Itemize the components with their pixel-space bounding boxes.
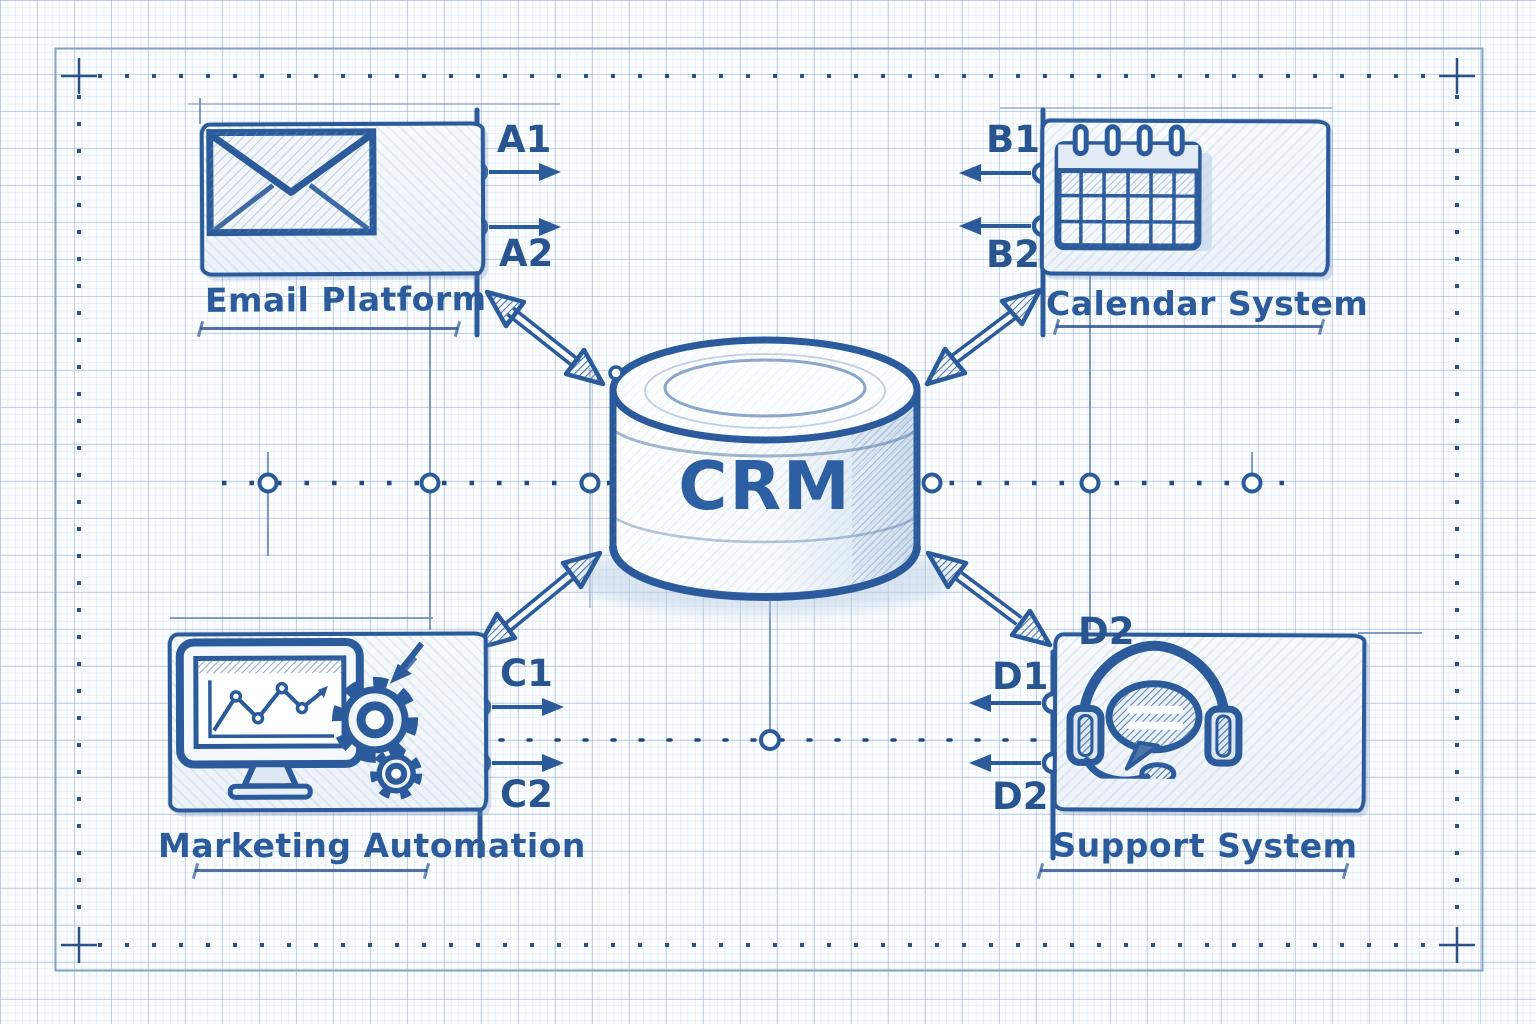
port-label-b2: B2	[986, 233, 1040, 276]
port-label-b1: B1	[986, 118, 1040, 161]
marketing-automation-box	[167, 631, 489, 813]
ports-calendar	[959, 161, 1055, 238]
headset-icon	[1066, 640, 1243, 780]
crm-label: CRM	[678, 447, 852, 525]
monitor-gears-icon	[175, 637, 425, 800]
monitor-stand	[241, 761, 300, 790]
email-platform-box	[199, 121, 486, 277]
calendar-icon	[1054, 124, 1213, 252]
frame-corner-crosses	[61, 58, 1475, 963]
gear-small	[370, 747, 423, 800]
cursor-icon	[389, 641, 425, 684]
support-system-box	[1052, 632, 1367, 813]
port-label-d2-corner: D2	[1078, 610, 1135, 653]
support-system-label: Support System	[1052, 825, 1358, 866]
calendar-system-label: Calendar System	[1046, 284, 1369, 323]
construction-nodes	[257, 472, 1263, 751]
marketing-automation-label: Marketing Automation	[158, 826, 586, 865]
headband	[1077, 640, 1230, 731]
arrow-email-crm	[484, 289, 606, 387]
arrow-marketing-crm	[475, 550, 603, 651]
arrow-calendar-crm	[924, 287, 1043, 387]
mic-tip	[1139, 762, 1177, 780]
arrow-support-crm	[925, 550, 1053, 648]
mic-boom	[1083, 756, 1151, 780]
ports-support	[969, 691, 1065, 775]
port-label-d2: D2	[992, 775, 1049, 818]
email-platform-label: Email Platform	[204, 278, 487, 320]
calendar-system-box	[1039, 118, 1331, 277]
marketing-label-underline	[195, 869, 427, 872]
monitor-base	[227, 783, 313, 800]
calendar-label-underline	[1056, 325, 1322, 328]
crm-database-cylinder	[575, 336, 955, 614]
email-label-underline	[200, 327, 458, 330]
port-label-c1: C1	[500, 652, 553, 695]
port-label-a1: A1	[497, 118, 552, 161]
calendar-rings	[1072, 124, 1185, 157]
dotted-frame	[61, 58, 1475, 963]
port-label-c2: C2	[500, 773, 553, 816]
port-label-a2: A2	[499, 232, 554, 275]
dotted-node-lines	[222, 480, 1296, 742]
gear-large	[331, 676, 418, 763]
outer-frame	[54, 47, 1484, 972]
line-chart	[208, 680, 335, 739]
speech-bubble	[1105, 680, 1203, 771]
port-label-d1: D1	[992, 655, 1049, 698]
support-label-underline	[1040, 869, 1346, 872]
envelope-icon	[206, 128, 378, 237]
